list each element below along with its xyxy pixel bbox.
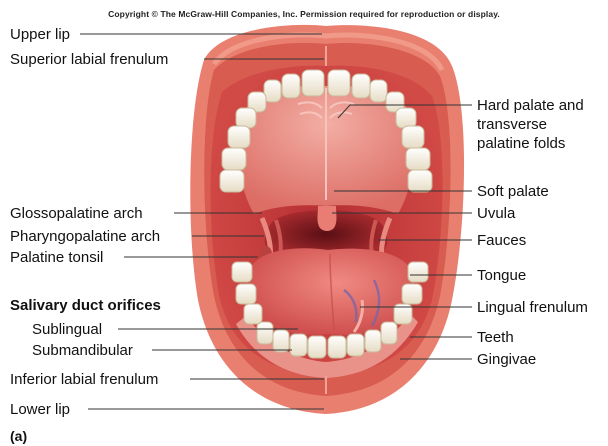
copyright-notice: Copyright © The McGraw-Hill Companies, I…: [0, 9, 608, 19]
label-soft-palate: Soft palate: [477, 183, 549, 200]
label-sublingual: Sublingual: [32, 321, 102, 338]
label-submandibular: Submandibular: [32, 342, 133, 359]
label-hard-palate-line1: Hard palate and: [477, 97, 584, 114]
figure-label: (a): [10, 428, 27, 445]
label-gingivae: Gingivae: [477, 351, 536, 368]
label-glossopalatine-arch: Glossopalatine arch: [10, 205, 143, 222]
label-hard-palate-line2: transverse: [477, 116, 547, 133]
label-superior-labial-frenulum: Superior labial frenulum: [10, 51, 168, 68]
label-lingual-frenulum: Lingual frenulum: [477, 299, 588, 316]
label-salivary-duct-orifices: Salivary duct orifices: [10, 297, 161, 314]
label-palatine-tonsil: Palatine tonsil: [10, 249, 103, 266]
label-inferior-labial-frenulum: Inferior labial frenulum: [10, 371, 158, 388]
label-hard-palate-line3: palatine folds: [477, 135, 565, 152]
label-fauces: Fauces: [477, 232, 526, 249]
label-lower-lip: Lower lip: [10, 401, 70, 418]
label-uvula: Uvula: [477, 205, 515, 222]
label-teeth: Teeth: [477, 329, 514, 346]
label-pharyngopalatine-arch: Pharyngopalatine arch: [10, 228, 160, 245]
label-tongue: Tongue: [477, 267, 526, 284]
label-upper-lip: Upper lip: [10, 26, 70, 43]
uvula: [318, 206, 337, 231]
